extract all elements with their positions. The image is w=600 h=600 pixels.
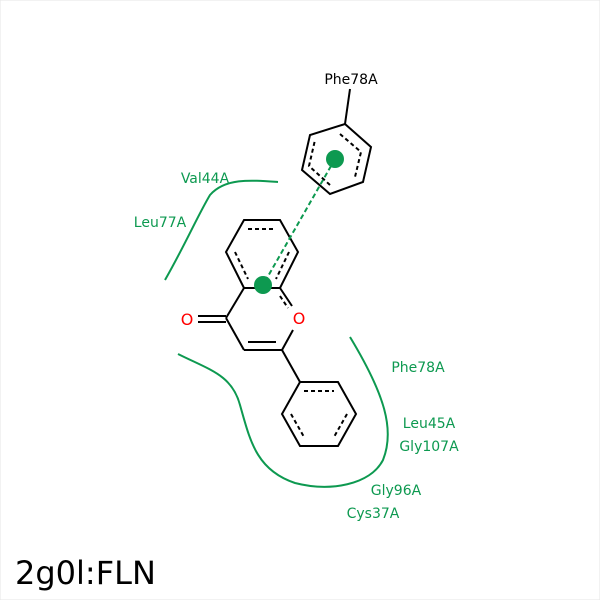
residue-label-leu45: Leu45A [403,416,456,432]
phe78-stem-bond [344,88,351,125]
hydrophobic-arc-bottom [177,336,389,488]
pyranone-inner-bond [279,295,289,309]
residue-label-cys37: Cys37A [347,506,400,522]
benzo-inner-left [234,251,249,280]
pyranone-bond-2 [225,317,245,351]
phe78-inner-bond-a [339,133,363,178]
ligand-phenyl-ring [280,349,358,447]
residue-label-phe78-right: Phe78A [391,360,445,376]
pi-stacking-line [262,158,336,286]
residue-label-gly96: Gly96A [371,483,422,499]
pyranone-bond-4 [281,329,294,351]
hydrophobic-arc-left [164,179,279,281]
ring-oxygen-label: O [293,309,306,328]
residue-label-phe78-top: Phe78A [324,72,378,88]
pyranone-bond-1 [225,287,245,319]
structure-caption: 2g0l:FLN [15,554,156,592]
phenyl-inner-left [290,413,305,438]
phenyl-link-bond [281,349,301,383]
benzo-inner-right [275,251,290,280]
phe78-inner-bond-b [307,139,331,186]
residue-label-gly107: Gly107A [399,439,459,455]
ligand-ring-centroid [254,276,272,294]
residue-label-val44: Val44A [181,171,230,187]
phe78-ring-centroid [326,150,344,168]
phe78-hexagon [300,122,373,196]
phenyl-inner-right [333,413,348,438]
phenyl-hexagon [280,381,358,447]
phe78-ring [300,88,373,196]
pyranone-bond-5 [279,287,293,307]
ligand-pyranone-ring [198,287,294,351]
carbonyl-oxygen-label: O [181,310,194,329]
residue-label-leu77: Leu77A [134,215,187,231]
